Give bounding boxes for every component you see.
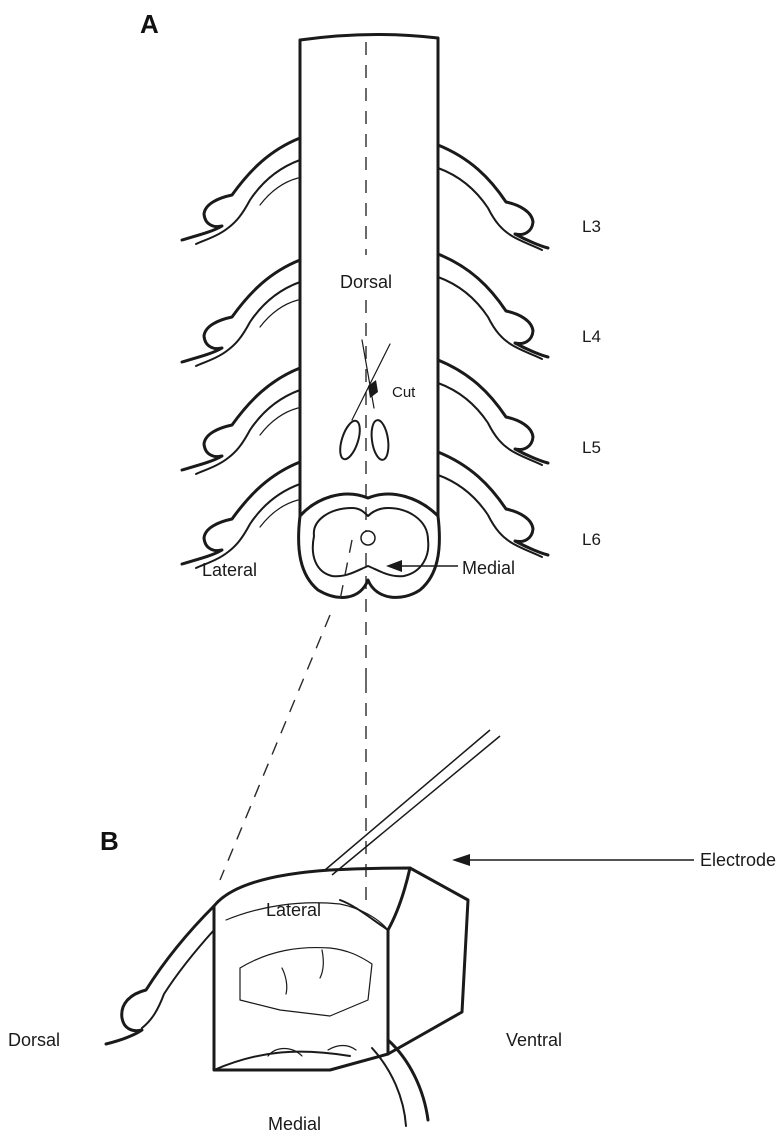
ventral-root-b [372, 1040, 428, 1126]
segment-label-l3: L3 [582, 217, 601, 236]
cord-cross-section [299, 494, 440, 600]
electrode [325, 730, 500, 875]
central-canal [361, 531, 375, 545]
arrow-left-icon [452, 854, 694, 866]
segment-label-l4: L4 [582, 327, 601, 346]
root-left-l3 [182, 138, 300, 244]
medial-label-b: Medial [268, 1114, 321, 1134]
root-right-l6 [438, 452, 548, 557]
panel-b-label: B [100, 826, 119, 856]
cord-slice-block [214, 868, 468, 1070]
segment-label-l6: L6 [582, 530, 601, 549]
electrode-label: Electrode [700, 850, 776, 870]
arrow-left-icon [386, 560, 458, 572]
lateral-label-a: Lateral [202, 560, 257, 580]
root-left-l6 [182, 462, 300, 568]
dorsal-label-b: Dorsal [8, 1030, 60, 1050]
medial-label-a: Medial [462, 558, 515, 578]
cut-label: Cut [392, 384, 416, 401]
root-left-l4 [182, 260, 300, 366]
panel-b: B Electrode [8, 730, 776, 1134]
root-right-l5 [438, 360, 548, 465]
root-left-l5 [182, 368, 300, 474]
lateral-label-b: Lateral [266, 900, 321, 920]
segment-label-l5: L5 [582, 438, 601, 457]
ventral-label-b: Ventral [506, 1030, 562, 1050]
grey-matter-slice [240, 948, 372, 1016]
panel-a: A [140, 9, 601, 680]
panel-a-label: A [140, 9, 159, 39]
root-right-l3 [438, 145, 548, 250]
dorsal-roots-right [438, 145, 548, 557]
projection-lines [220, 615, 366, 900]
dorsal-roots-left [182, 138, 300, 568]
dorsal-root-b [106, 906, 214, 1044]
dorsal-label-a: Dorsal [340, 272, 392, 292]
scissors-icon [336, 340, 390, 461]
root-right-l4 [438, 254, 548, 359]
